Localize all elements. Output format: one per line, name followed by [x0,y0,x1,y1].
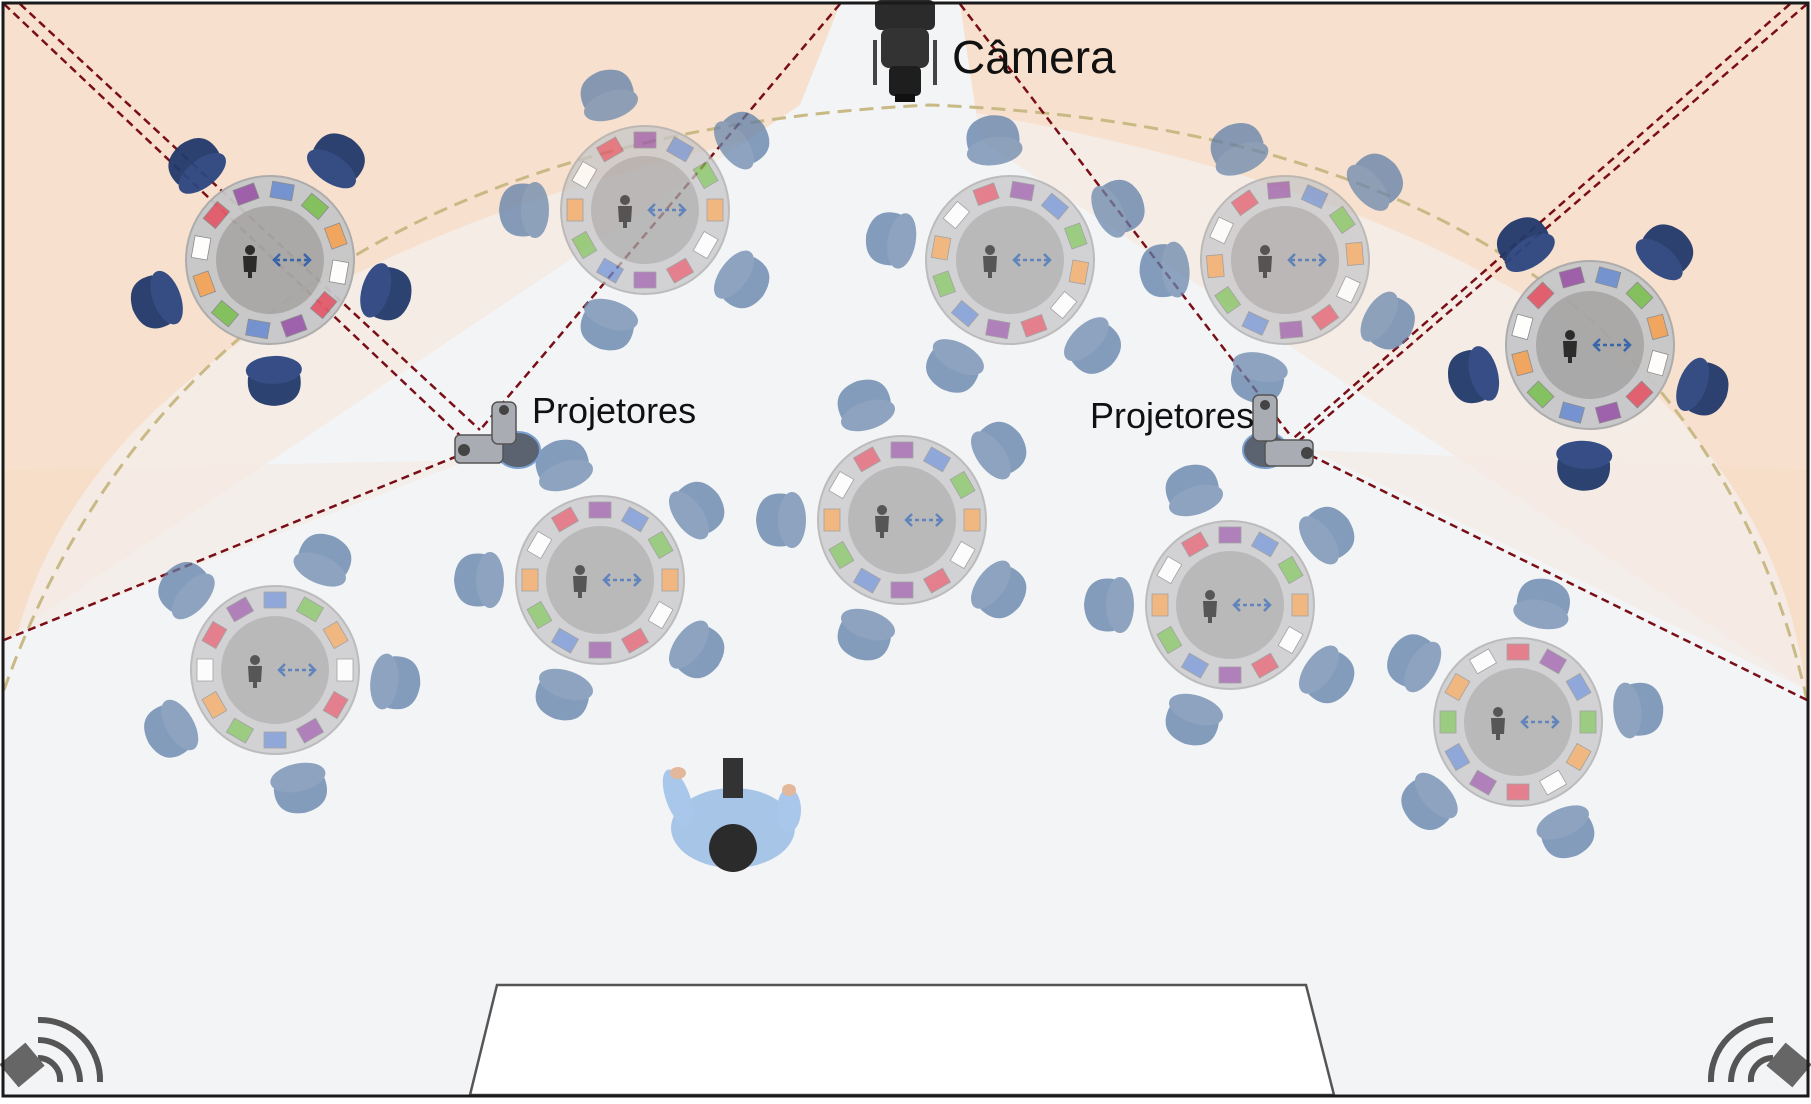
chair [499,182,549,238]
book [891,442,913,458]
book [964,509,980,531]
book [191,236,211,260]
book [1219,667,1241,683]
book [634,272,656,288]
book [337,659,353,681]
book [1010,181,1034,201]
book [589,502,611,518]
book [522,569,538,591]
book [1206,254,1224,277]
book [270,181,294,201]
book [1507,784,1529,800]
book [986,319,1010,339]
chair [1084,577,1134,633]
book [634,132,656,148]
book [1152,594,1168,616]
projector-right-label: Projetores [1090,395,1254,437]
projection-screen [470,985,1334,1095]
book [1279,321,1302,339]
book [329,260,349,284]
book [891,582,913,598]
book [1346,242,1364,265]
book [1069,260,1089,284]
book [662,569,678,591]
book [589,642,611,658]
book [707,199,723,221]
book [1507,644,1529,660]
book [264,732,286,748]
chair [756,492,806,548]
book [197,659,213,681]
book [824,509,840,531]
camera-label: Câmera [952,30,1116,84]
book [264,592,286,608]
projector-left-label: Projetores [532,390,696,432]
book [1219,527,1241,543]
book [1440,711,1456,733]
book [1580,711,1596,733]
chair [454,552,504,608]
book [1267,181,1290,199]
book [1292,594,1308,616]
book [931,236,951,260]
book [246,319,270,339]
book [567,199,583,221]
